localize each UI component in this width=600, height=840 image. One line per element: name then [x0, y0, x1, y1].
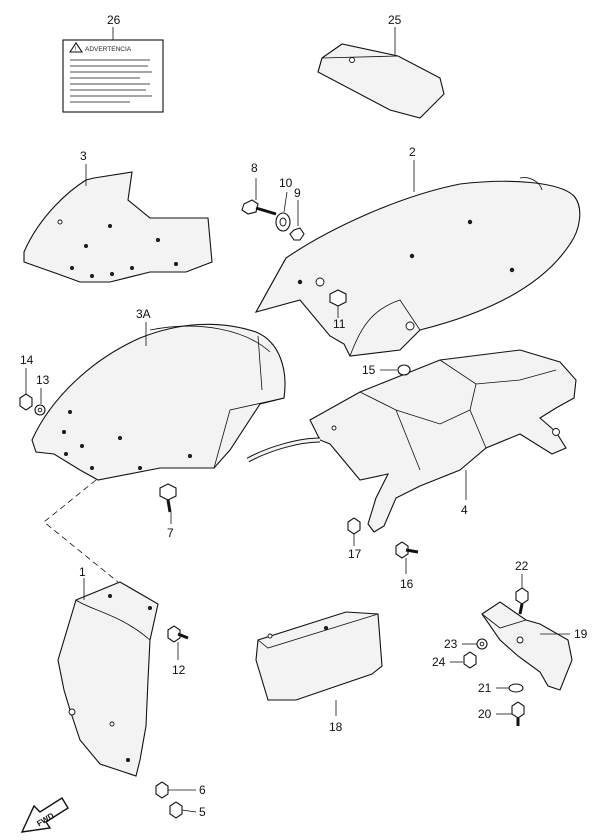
callout-16: 16: [400, 577, 414, 591]
rear-fender-front-part: [31, 323, 286, 481]
callout-5: 5: [199, 805, 206, 819]
callout-25: 25: [388, 13, 402, 27]
tool-pouch-part: [317, 43, 445, 119]
callout-8: 8: [251, 161, 258, 175]
washer-23-part: [476, 638, 488, 650]
callout-13: 13: [36, 373, 50, 387]
callout-17: 17: [348, 547, 362, 561]
warning-label-text-lines: [70, 59, 152, 103]
side-cover-part: [255, 611, 383, 701]
callout-23: 23: [444, 637, 458, 651]
front-cover-part: [23, 171, 213, 283]
fwd-arrow-icon: FWD: [20, 797, 69, 833]
nut-6-part: [155, 781, 169, 799]
callout-3a: 3A: [136, 307, 151, 321]
bolt-12-part: [167, 625, 189, 643]
callout-2: 2: [409, 145, 416, 159]
bolt-5-part: [169, 801, 197, 819]
callout-15: 15: [362, 363, 376, 377]
bolt-8-part: [241, 199, 277, 216]
callout-14: 14: [20, 353, 34, 367]
bolt-22-part: [515, 587, 529, 615]
washer-13-part: [34, 404, 46, 416]
callout-6: 6: [199, 783, 206, 797]
callout-1: 1: [79, 565, 86, 579]
callout-11: 11: [333, 317, 346, 331]
nut-24-part: [463, 651, 477, 669]
callout-12: 12: [172, 663, 186, 677]
callout-22: 22: [515, 559, 529, 573]
callout-19: 19: [574, 627, 588, 641]
callout-7: 7: [167, 526, 174, 540]
bracket-19-part: [481, 601, 573, 691]
warning-label-triangle-icon: !: [68, 42, 84, 53]
clip-15-part: [397, 364, 411, 376]
callout-3: 3: [80, 149, 87, 163]
bolt-20-part: [511, 701, 525, 726]
nut-11-part: [329, 289, 347, 307]
callout-9: 9: [294, 186, 301, 200]
nut-9-part: [289, 227, 305, 241]
callout-18: 18: [329, 720, 343, 734]
callout-20: 20: [478, 707, 492, 721]
svg-text:!: !: [75, 47, 77, 53]
callout-4: 4: [461, 503, 468, 517]
rear-frame-part: [246, 349, 577, 533]
warning-label-part: ! ADVERTENCIA: [62, 39, 164, 113]
callout-26: 26: [107, 13, 121, 27]
callout-10: 10: [279, 176, 293, 190]
warning-label-heading: ADVERTENCIA: [85, 46, 132, 53]
callout-24: 24: [432, 655, 446, 669]
bolt-16-part: [395, 541, 419, 559]
bolt-7-part: [159, 483, 177, 513]
collar-21-part: [508, 683, 524, 693]
nut-17-part: [347, 517, 361, 535]
callout-21: 21: [478, 681, 492, 695]
nut-14-part: [19, 393, 33, 411]
rear-fender-upper-part: [254, 177, 581, 357]
mud-guard-part: [57, 581, 159, 777]
grommet-10-part: [275, 212, 291, 232]
